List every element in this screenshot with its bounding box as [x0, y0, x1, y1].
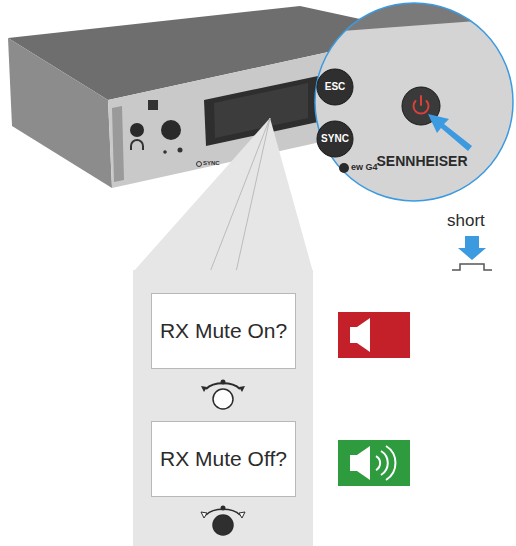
headphone-jack [130, 123, 144, 137]
sync-symbol [197, 162, 202, 167]
sync-button [317, 121, 353, 157]
mute-off-icon [338, 440, 410, 486]
display-box: RX Mute Off? [151, 421, 296, 497]
short-press-symbol [452, 264, 492, 270]
panel-label: ew G4 [351, 163, 378, 172]
press-down-arrow [458, 236, 486, 260]
power-symbol [420, 96, 422, 105]
callout-wedge [133, 118, 313, 272]
logo-mark [148, 100, 158, 110]
zoom-front [300, 0, 516, 210]
press-arrow [428, 114, 472, 151]
turn-dial-icon [201, 380, 245, 410]
panel-label: short [447, 212, 485, 229]
knob-dot [163, 150, 167, 154]
zoom-top [300, 0, 516, 34]
turn-dial-icon [201, 506, 245, 536]
esc-button [317, 69, 353, 105]
panel-label: SENNHEISER [376, 154, 467, 168]
front-edge [112, 106, 124, 182]
receiver-side [8, 38, 112, 188]
zoom-outline [315, 3, 513, 201]
wedge-edge [236, 118, 270, 272]
display-box: RX Mute On? [151, 293, 296, 369]
menu-panel [133, 270, 313, 546]
panel-label: SYNC [203, 160, 220, 166]
knob-dot [178, 148, 183, 153]
volume-knob [161, 120, 181, 140]
zoom-display-edge [300, 0, 312, 210]
panel-label: SYNC [321, 134, 349, 144]
panel-label: ESC [325, 82, 346, 92]
display-text: RX Mute Off? [160, 445, 287, 472]
mute-on-icon [338, 312, 410, 358]
display-text: RX Mute On? [160, 317, 287, 344]
wedge-edge [210, 118, 270, 272]
ew-logo [339, 163, 349, 173]
headphone-symbol [131, 140, 143, 150]
